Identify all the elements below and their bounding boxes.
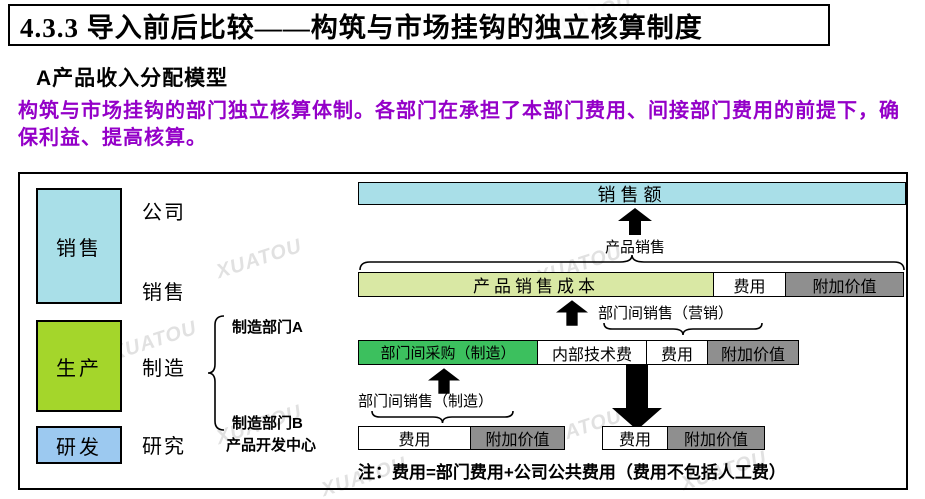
manufacture-sales-brace-icon (371, 411, 514, 424)
expense-cell: 费用 (646, 340, 708, 365)
sales-total-bar: 销售额 (358, 182, 906, 205)
added-value-cell-label: 附加价值 (812, 278, 877, 296)
top-brace-icon (359, 254, 905, 271)
row-interdept: 部门间采购（制造） 内部技术费 费用 附加价值 (358, 340, 799, 365)
org-label-sales: 销售 (142, 282, 186, 304)
dev-center-label: 产品开发中心 (226, 437, 317, 454)
cost-cell: 产品销售成本 (358, 272, 714, 297)
manufacture-brace-icon (207, 315, 225, 431)
sales-block: 销售 (36, 188, 122, 304)
row-product-cost: 产品销售成本 费用 附加价值 (358, 272, 904, 297)
section-subtitle: A产品收入分配模型 (36, 67, 229, 90)
expense-cell-label: 费用 (660, 346, 693, 364)
production-block-label: 生产 (56, 357, 102, 380)
product-sales-label: 产品销售 (604, 239, 665, 256)
expense-cell-label: 费用 (398, 432, 431, 449)
sales-total-label: 销售额 (597, 184, 667, 205)
purchase-cell-label: 部门间采购（制造） (380, 346, 516, 362)
page-title-text: 4.3.3 导入前后比较——构筑与市场挂钩的独立核算制度 (20, 12, 703, 43)
expense-cell-label: 费用 (618, 432, 651, 449)
internal-tech-cell-label: 内部技术费 (551, 346, 632, 364)
dept-a-label: 制造部门A (232, 319, 303, 336)
production-block: 生产 (36, 320, 122, 412)
intro-text: 构筑与市场挂钩的部门独立核算体制。各部门在承担了本部门费用、间接部门费用的前提下… (18, 100, 900, 149)
rnd-block: 研发 (36, 426, 122, 464)
added-value-cell-label: 附加价值 (683, 432, 748, 449)
interdept-sales-marketing-label: 部门间销售（营销） (598, 305, 734, 322)
expense-cell: 费用 (358, 426, 471, 450)
cost-cell-label: 产品销售成本 (473, 277, 599, 296)
row-bottom-left: 费用 附加价值 (358, 426, 565, 450)
org-label-company: 公司 (142, 202, 186, 224)
org-label-manufacture: 制造 (142, 358, 186, 380)
page-title: 4.3.3 导入前后比较——构筑与市场挂钩的独立核算制度 (8, 4, 830, 46)
row-bottom-right: 费用 附加价值 (602, 426, 765, 450)
org-label-research: 研究 (142, 436, 186, 458)
expense-cell: 费用 (602, 426, 668, 450)
up-arrow-icon (618, 208, 652, 235)
expense-cell-label: 费用 (733, 278, 766, 296)
internal-tech-cell: 内部技术费 (537, 340, 647, 365)
down-arrow-icon (612, 364, 662, 430)
dept-b-label: 制造部门B (232, 415, 303, 432)
added-value-cell: 附加价值 (785, 272, 904, 297)
up-arrow-icon (428, 368, 460, 394)
up-arrow-icon (556, 300, 588, 326)
added-value-cell: 附加价值 (470, 426, 565, 450)
added-value-cell: 附加价值 (667, 426, 765, 450)
expense-note: 注：费用=部门费用+公司公共费用（费用不包括人工费） (358, 463, 786, 482)
diagram-frame: 销售 生产 研发 公司 销售 制造 研究 制造部门A 制造部门B 产品开发中心 … (18, 172, 908, 490)
purchase-cell: 部门间采购（制造） (358, 340, 538, 365)
marketing-brace-icon (603, 323, 763, 336)
expense-cell: 费用 (713, 272, 786, 297)
sales-block-label: 销售 (56, 237, 102, 260)
interdept-sales-manufacture-label: 部门间销售（制造） (358, 393, 494, 410)
added-value-cell-label: 附加价值 (720, 346, 785, 364)
added-value-cell-label: 附加价值 (485, 432, 550, 449)
rnd-block-label: 研发 (56, 436, 102, 459)
added-value-cell: 附加价值 (707, 340, 799, 365)
